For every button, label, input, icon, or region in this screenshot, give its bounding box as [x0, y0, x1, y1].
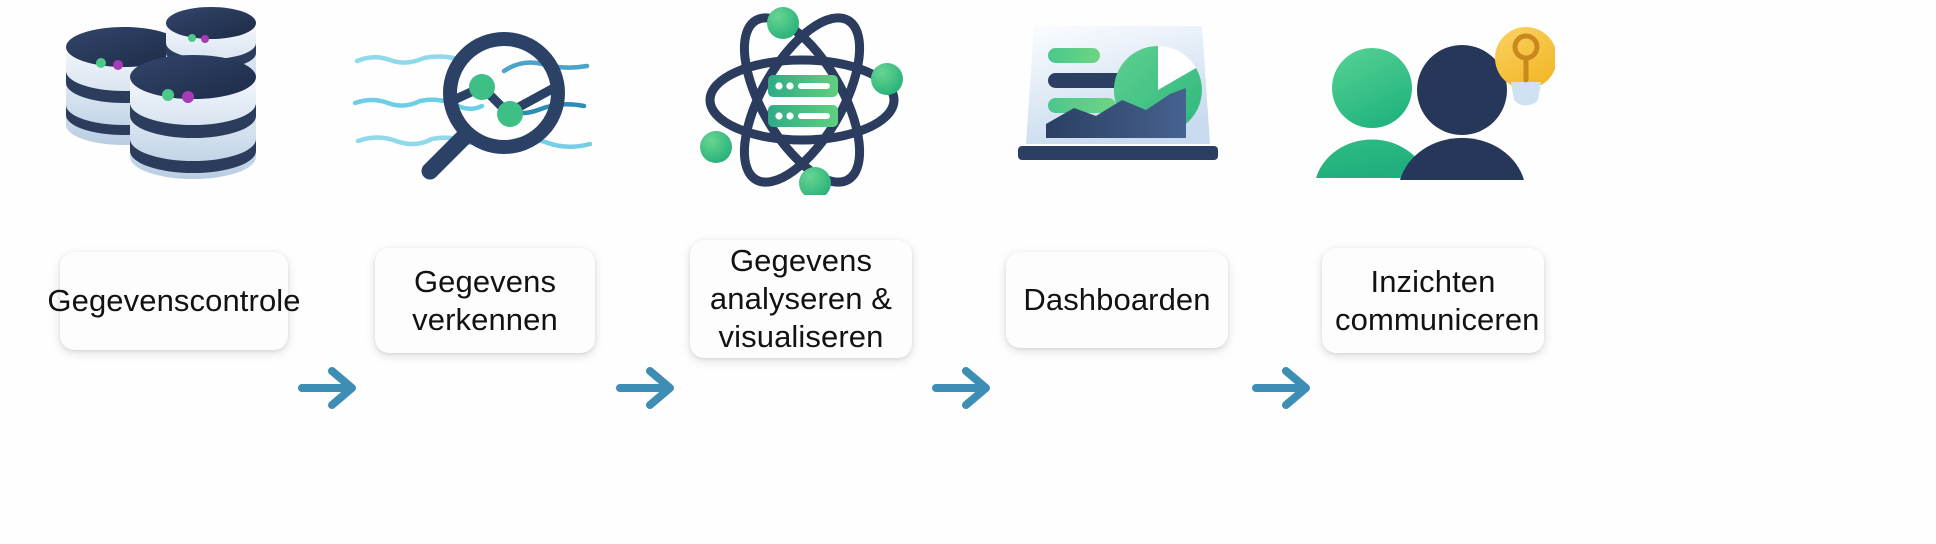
step-label-2: Gegevens verkennen — [412, 263, 558, 337]
step-label-3: Gegevens analyseren & visualiseren — [709, 243, 893, 354]
step-label-4: Dashboarden — [1023, 282, 1211, 318]
atom-server-icon — [690, 0, 915, 200]
arrow-right-icon-2 — [614, 362, 680, 419]
step-card-5[interactable]: Inzichten communiceren — [1322, 248, 1544, 353]
dashboard-laptop-icon — [1010, 0, 1225, 200]
step-card-3[interactable]: Gegevens analyseren & visualiseren — [690, 240, 912, 358]
arrow-right-icon-3 — [930, 362, 996, 419]
arrow-right-icon-1 — [296, 362, 362, 419]
people-lightbulb-icon — [1310, 0, 1555, 200]
arrow-right-icon-4 — [1250, 362, 1316, 419]
step-card-4[interactable]: Dashboarden — [1006, 252, 1228, 348]
step-card-1[interactable]: Gegevenscontrole — [47, 252, 301, 350]
step-card-2[interactable]: Gegevens verkennen — [375, 248, 595, 353]
database-stack-icon — [48, 0, 298, 200]
magnifying-glass-line-chart-icon — [352, 0, 617, 200]
step-label-1: Gegevenscontrole — [47, 283, 301, 319]
step-label-5: Inzichten communiceren — [1335, 263, 1540, 337]
